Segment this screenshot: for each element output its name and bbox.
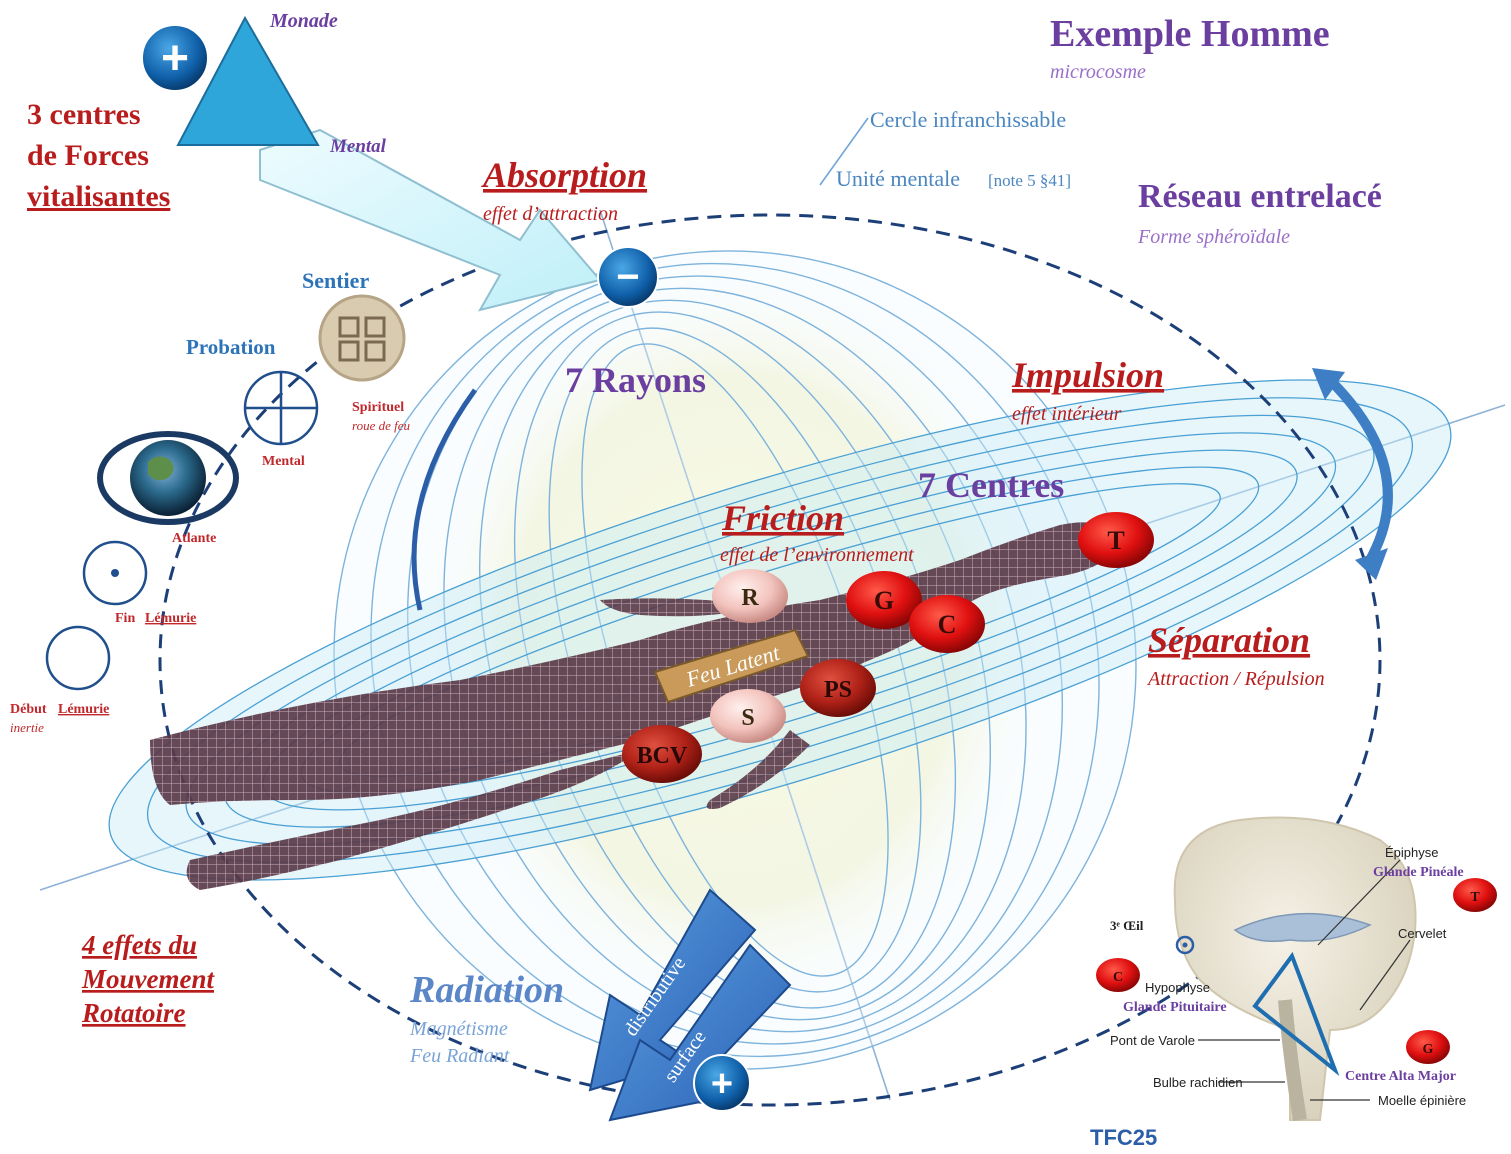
third-eye-dot	[1183, 943, 1188, 948]
friction-title: Friction	[721, 498, 844, 538]
inertie-label: inertie	[10, 720, 44, 735]
forces-line2: de Forces	[27, 139, 149, 172]
centre-r: R	[712, 569, 788, 623]
footer-code: TFC25	[1090, 1125, 1157, 1149]
path-mental-label: Mental	[262, 454, 305, 469]
effets-line2: Mouvement	[81, 964, 215, 994]
reseau-title: Réseau entrelacé	[1138, 178, 1382, 215]
pole-plus-bottom: +	[694, 1055, 750, 1111]
centre-t: T	[1078, 512, 1154, 568]
rayons-label: 7 Rayons	[565, 360, 706, 400]
centre-ps: PS	[800, 659, 876, 717]
sentier-label: Sentier	[302, 268, 369, 293]
triangle-group: + Monade Mental	[142, 10, 387, 157]
centre-c-label: C	[938, 610, 957, 639]
pole-minus: −	[598, 247, 658, 307]
centre-bcv: BCV	[622, 725, 702, 783]
header-title: Exemple Homme	[1050, 13, 1330, 55]
pont-label: Pont de Varole	[1110, 1033, 1195, 1048]
pole-plus-bottom-label: +	[711, 1063, 733, 1105]
impulsion-subtitle: effet intérieur	[1012, 403, 1122, 425]
pituitaire-label: Glande Pituitaire	[1123, 1000, 1227, 1015]
alta-label: Centre Alta Major	[1345, 1069, 1456, 1084]
note-cercle: Cercle infranchissable	[870, 107, 1066, 132]
effets-line3: Rotatoire	[81, 998, 186, 1028]
fin-lemurie-label: Lémurie	[145, 611, 196, 626]
centres-label: 7 Centres	[918, 465, 1064, 505]
debut-prefix-label: Début	[10, 702, 47, 717]
forces-line3: vitalisantes	[27, 180, 170, 213]
monade-label: Monade	[269, 10, 338, 32]
moelle-label: Moelle épinière	[1378, 1093, 1466, 1108]
reseau-subtitle: Forme sphéroïdale	[1137, 226, 1290, 248]
radiation-line2: Feu Radiant	[409, 1045, 510, 1067]
debut-lemurie-label: Lémurie	[58, 702, 109, 717]
probation-label: Probation	[186, 335, 276, 359]
centre-s-label: S	[741, 705, 754, 731]
oeil-label: 3ᵉ Œil	[1110, 918, 1144, 933]
spirituel-disc	[320, 296, 404, 380]
brain-badge-t-label: T	[1470, 890, 1480, 905]
absorption-title: Absorption	[481, 155, 647, 195]
radiation-title: Radiation	[409, 969, 564, 1011]
spirituel-label: Spirituel	[352, 400, 404, 415]
triangle-mental-label: Mental	[329, 136, 387, 157]
debut-lemurie-circle	[47, 627, 109, 689]
pineale-label: Glande Pinéale	[1373, 865, 1464, 880]
atlante-label: Atlante	[172, 531, 216, 546]
plus-symbol: +	[161, 32, 189, 85]
cervelet-label: Cervelet	[1398, 926, 1447, 941]
centre-s: S	[710, 689, 786, 743]
brain-inset: Épiphyse Glande Pinéale Cervelet 3ᵉ Œil …	[1096, 818, 1497, 1121]
fin-lemurie-dot	[111, 569, 119, 577]
centre-r-label: R	[741, 585, 759, 611]
centre-c: C	[909, 595, 985, 653]
note-unite-ref: [note 5 §41]	[988, 171, 1071, 190]
centre-bcv-label: BCV	[637, 743, 688, 769]
absorption-subtitle: effet d’attraction	[483, 203, 618, 225]
bulbe-label: Bulbe rachidien	[1153, 1075, 1243, 1090]
pole-minus-label: −	[616, 255, 639, 299]
note-unite: Unité mentale	[836, 166, 960, 191]
epiphyse-label: Épiphyse	[1385, 845, 1438, 860]
effets-line1: 4 effets du	[81, 930, 197, 960]
brain-badge-c-label: C	[1113, 970, 1123, 985]
centre-t-label: T	[1107, 526, 1124, 555]
hypophyse-label: Hypophyse	[1145, 980, 1210, 995]
brain-badge-g-label: G	[1423, 1042, 1434, 1057]
header-subtitle: microcosme	[1050, 61, 1146, 83]
forces-block: 3 centres de Forces vitalisantes	[27, 98, 170, 213]
separation-subtitle: Attraction / Répulsion	[1146, 668, 1325, 690]
fin-prefix-label: Fin	[115, 611, 135, 626]
centre-g-label: G	[874, 586, 894, 615]
friction-subtitle: effet de l’environnement	[720, 544, 914, 566]
roue-label: roue de feu	[352, 418, 410, 433]
separation-title: Séparation	[1148, 620, 1310, 660]
radiation-line1: Magnétisme	[409, 1018, 508, 1040]
forces-line1: 3 centres	[27, 98, 141, 131]
centre-ps-label: PS	[824, 677, 852, 703]
impulsion-title: Impulsion	[1011, 355, 1164, 395]
